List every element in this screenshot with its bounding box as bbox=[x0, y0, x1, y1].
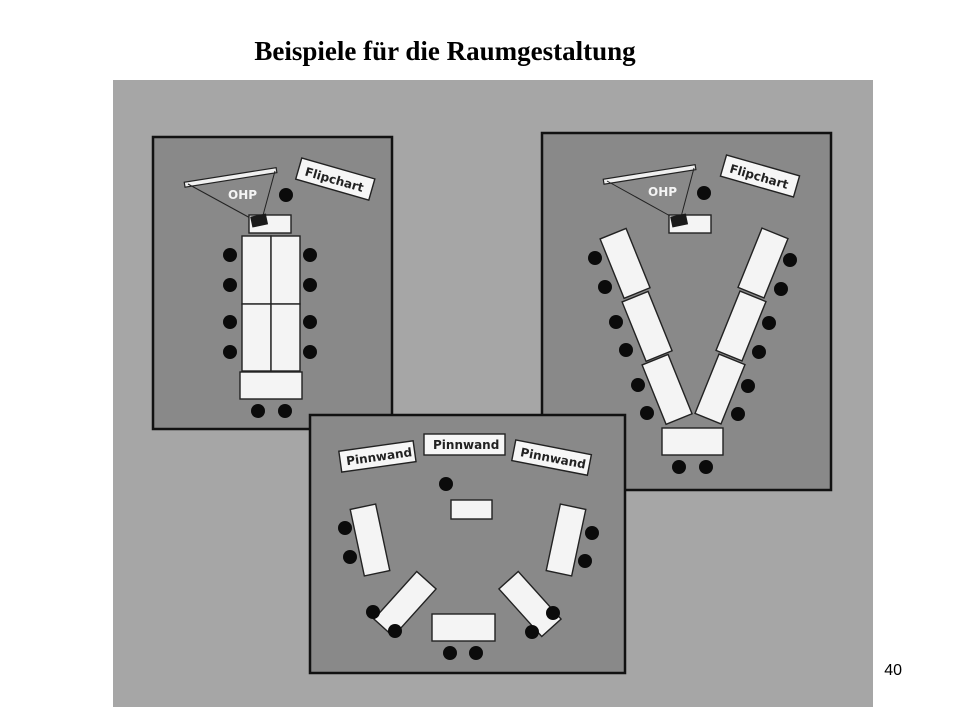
chair bbox=[672, 460, 686, 474]
table bbox=[270, 303, 301, 372]
table bbox=[694, 353, 746, 425]
table bbox=[349, 503, 391, 577]
chair bbox=[697, 186, 711, 200]
chair bbox=[439, 477, 453, 491]
projection-line bbox=[187, 183, 253, 220]
chair bbox=[741, 379, 755, 393]
table bbox=[372, 570, 438, 638]
chair bbox=[303, 315, 317, 329]
pinboard-board bbox=[338, 440, 417, 473]
table bbox=[239, 371, 303, 400]
presenter-table bbox=[450, 499, 493, 520]
pinboard-board bbox=[423, 433, 506, 456]
chair bbox=[278, 404, 292, 418]
projection-line bbox=[261, 170, 276, 220]
chair bbox=[774, 282, 788, 296]
chair bbox=[303, 345, 317, 359]
chair bbox=[223, 315, 237, 329]
chair bbox=[223, 278, 237, 292]
room-layout-v-shape: OHP Flipchart bbox=[540, 131, 833, 492]
chair bbox=[546, 606, 560, 620]
chair bbox=[598, 280, 612, 294]
chair bbox=[388, 624, 402, 638]
table bbox=[715, 290, 767, 362]
chair bbox=[223, 345, 237, 359]
chair bbox=[303, 248, 317, 262]
chair bbox=[578, 554, 592, 568]
chair bbox=[303, 278, 317, 292]
chair bbox=[469, 646, 483, 660]
chair bbox=[699, 460, 713, 474]
pinboard: Pinnwand bbox=[338, 440, 417, 473]
overhead-projector bbox=[670, 213, 689, 228]
table bbox=[621, 290, 673, 363]
chair bbox=[631, 378, 645, 392]
chair bbox=[783, 253, 797, 267]
chair bbox=[525, 625, 539, 639]
table bbox=[737, 227, 789, 299]
chair bbox=[585, 526, 599, 540]
projection-line bbox=[680, 167, 695, 218]
slide-title: Beispiele für die Raumgestaltung bbox=[254, 36, 636, 66]
chair bbox=[640, 406, 654, 420]
chair bbox=[752, 345, 766, 359]
chair bbox=[223, 248, 237, 262]
page-number: 40 bbox=[884, 662, 902, 679]
chair bbox=[343, 550, 357, 564]
chair bbox=[619, 343, 633, 357]
overhead-projector bbox=[250, 213, 269, 228]
chair bbox=[609, 315, 623, 329]
table bbox=[641, 353, 693, 426]
room-layout-block: OHP Flipchart bbox=[151, 135, 394, 431]
chair bbox=[366, 605, 380, 619]
pinboard: Pinnwand bbox=[423, 433, 506, 456]
pinboard-label: Pinnwand bbox=[433, 438, 499, 452]
chair bbox=[279, 188, 293, 202]
room-layout-u-shape: Pinnwand Pinnwand Pinnwand bbox=[308, 413, 627, 675]
chair bbox=[251, 404, 265, 418]
projection-screen bbox=[183, 166, 278, 188]
ohp-label: OHP bbox=[648, 185, 677, 199]
table bbox=[599, 227, 651, 300]
table bbox=[545, 503, 587, 577]
table bbox=[661, 427, 724, 456]
chair bbox=[762, 316, 776, 330]
flipchart-board bbox=[294, 157, 376, 201]
flipchart-board bbox=[719, 154, 801, 198]
table bbox=[431, 613, 496, 642]
table bbox=[241, 303, 272, 372]
projection-screen bbox=[602, 163, 697, 185]
table bbox=[241, 235, 272, 305]
chair bbox=[588, 251, 602, 265]
table bbox=[497, 570, 563, 638]
chair bbox=[338, 521, 352, 535]
table bbox=[270, 235, 301, 305]
pinboard-board bbox=[510, 439, 593, 477]
projection-line bbox=[606, 180, 673, 218]
ohp-label: OHP bbox=[228, 188, 257, 202]
chair bbox=[443, 646, 457, 660]
chair bbox=[731, 407, 745, 421]
